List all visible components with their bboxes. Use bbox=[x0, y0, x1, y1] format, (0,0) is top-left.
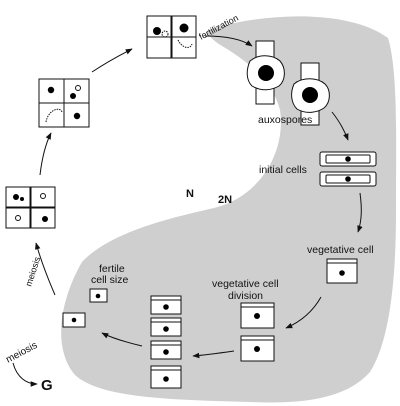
fertile-cell-small bbox=[62, 312, 86, 328]
label-initial-cells: initial cells bbox=[259, 164, 307, 176]
auxospore-1 bbox=[246, 40, 285, 105]
arrow-meiosis-curl bbox=[12, 362, 38, 387]
arrow-initial-to-vegetative bbox=[357, 192, 363, 233]
vegetative-cell bbox=[326, 258, 358, 284]
diploid-region bbox=[61, 16, 397, 403]
label-vegetative-cell: vegetative cell bbox=[307, 244, 374, 256]
auxospore-2 bbox=[291, 62, 330, 126]
gametangia-pair-meiosis-II bbox=[38, 78, 90, 128]
label-fertile-line2: cell size bbox=[91, 274, 129, 286]
gametangia-pair-meiosis-I bbox=[5, 186, 56, 229]
arrow-stack-to-fertile bbox=[101, 332, 143, 347]
arrow-vegetative-to-division bbox=[285, 296, 322, 329]
arrow-fertilization bbox=[204, 35, 253, 47]
arrow-division-to-stack bbox=[192, 350, 235, 359]
label-haploid-N: N bbox=[186, 188, 194, 200]
fertile-cell bbox=[89, 288, 108, 303]
label-vegetative-division-line2: division bbox=[228, 290, 263, 302]
label-g-phase: G bbox=[41, 377, 53, 394]
initial-cells bbox=[319, 151, 377, 187]
label-meiosis-curl: meiosis bbox=[4, 340, 39, 366]
gametangia-pair-fertilization bbox=[146, 15, 197, 59]
label-auxospores: auxospores bbox=[258, 114, 312, 126]
label-diploid-2N: 2N bbox=[218, 194, 232, 206]
dividing-cell-stack bbox=[150, 295, 182, 389]
arrow-fertile-size-to-meiosis bbox=[35, 242, 56, 296]
label-fertile-line1: fertile bbox=[99, 263, 125, 275]
arrow-gametangia-to-gametangia-2 bbox=[91, 48, 133, 73]
arrow-auxospore-to-initial bbox=[331, 111, 349, 141]
label-meiosis-arc: meiosis bbox=[23, 255, 42, 288]
arrow-meiosis-to-gametangia-1 bbox=[39, 132, 52, 176]
label-vegetative-division-line1: vegetative cell bbox=[212, 278, 279, 290]
vegetative-division-cells bbox=[240, 302, 275, 362]
